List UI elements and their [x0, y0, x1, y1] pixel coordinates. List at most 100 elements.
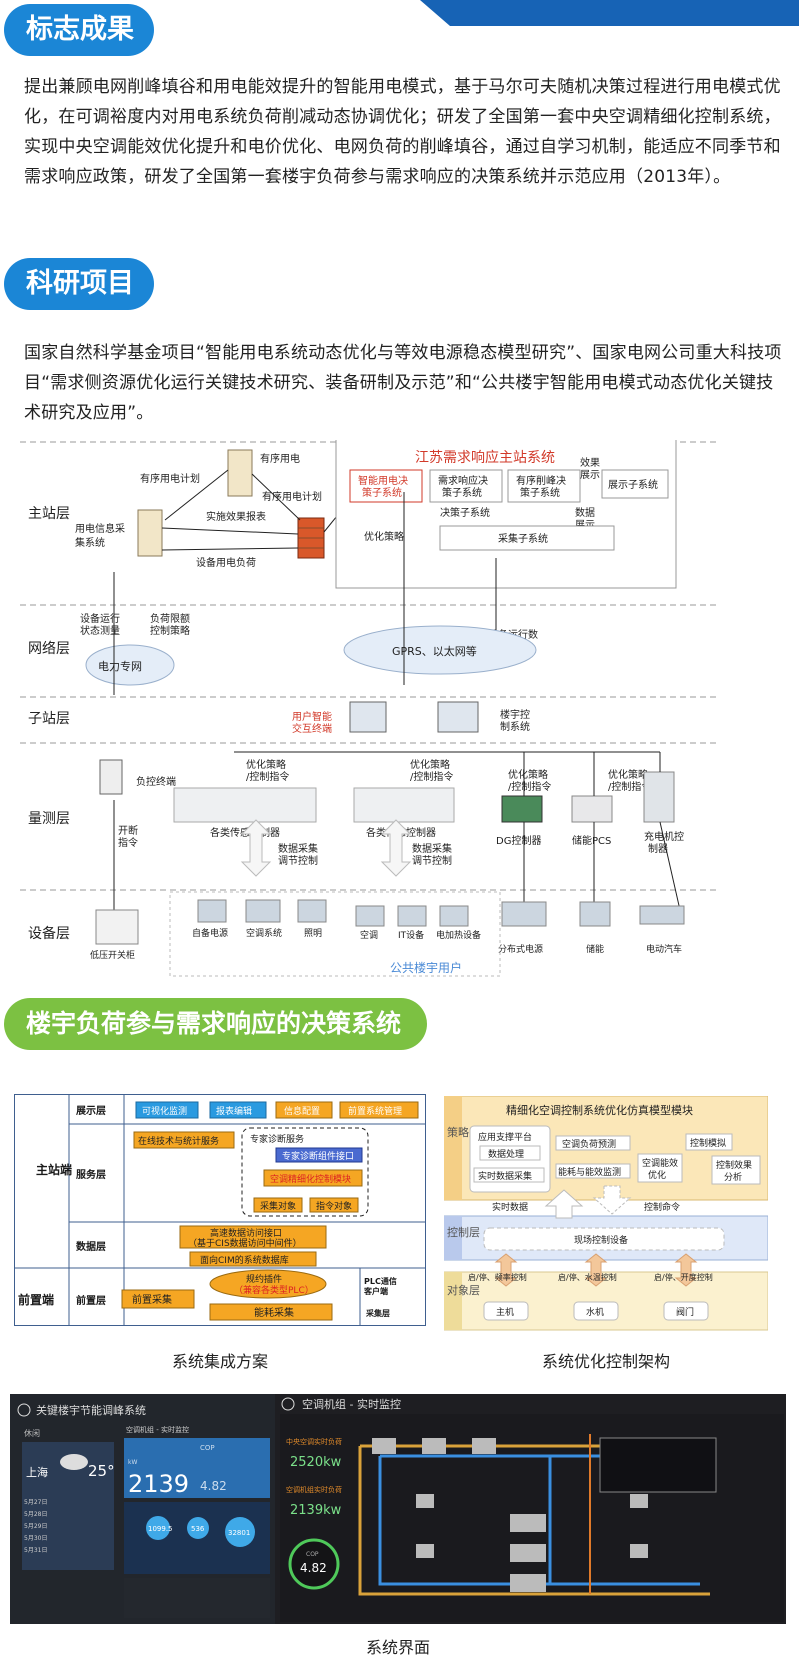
svg-text:控制模拟: 控制模拟	[690, 1137, 726, 1149]
svg-text:控制策略: 控制策略	[150, 624, 190, 637]
svg-text:决策子系统: 决策子系统	[440, 506, 490, 519]
svg-text:休闲: 休闲	[24, 1428, 40, 1438]
svg-text:照明: 照明	[304, 928, 322, 939]
svg-text:指令: 指令	[118, 836, 138, 849]
collect-sys-1: 用电信息采	[75, 522, 125, 535]
svg-text:能耗采集: 能耗采集	[254, 1306, 294, 1319]
section-title-decision: 楼宇负荷参与需求响应的决策系统	[4, 998, 428, 1050]
svg-text:交互终端: 交互终端	[292, 722, 332, 735]
svg-text:策子系统: 策子系统	[520, 486, 560, 499]
ordered-power: 有序用电	[260, 452, 300, 465]
svg-text:25°: 25°	[88, 1462, 115, 1480]
svg-text:对象层: 对象层	[447, 1283, 480, 1297]
svg-text:采集层: 采集层	[365, 1308, 390, 1318]
server-icon	[227, 449, 253, 497]
cloud-icon	[343, 625, 537, 675]
optimization-diagram: 策略层 控制层 对象层 精细化空调控制系统优化仿真模型模块 应用支撑平台 数据处…	[444, 1096, 768, 1331]
svg-text:需求响应决: 需求响应决	[438, 474, 488, 487]
system-ui-screenshot: 关键楼宇节能调峰系统 空调机组 - 实时监控 休闲 上海 25° 5月27日 5…	[10, 1394, 786, 1624]
svg-text:能耗与能效监测: 能耗与能效监测	[558, 1166, 621, 1178]
layer-main: 主站层	[28, 506, 70, 522]
svg-text:数据层: 数据层	[76, 1240, 106, 1253]
svg-text:启/停、频率控制: 启/停、频率控制	[468, 1272, 527, 1282]
server-icon	[137, 509, 163, 557]
svg-text:前置采集: 前置采集	[132, 1293, 172, 1306]
svg-text:空调负荷预测: 空调负荷预测	[562, 1138, 616, 1150]
svg-text:中央空调实时负荷: 中央空调实时负荷	[286, 1437, 342, 1446]
svg-text:储能: 储能	[586, 943, 604, 955]
svg-text:优化策略: 优化策略	[364, 530, 404, 543]
svg-text:空调机组实时负荷: 空调机组实时负荷	[286, 1485, 342, 1494]
svg-text:应用支撑平台: 应用支撑平台	[478, 1131, 532, 1143]
weather-cloud-icon	[60, 1454, 88, 1470]
svg-text:电动汽车: 电动汽车	[646, 943, 682, 955]
svg-text:1099.5: 1099.5	[148, 1525, 173, 1533]
svg-text:开断: 开断	[118, 824, 138, 837]
svg-text:5月28日: 5月28日	[24, 1511, 47, 1518]
svg-text:（兼容各类型PLC）: （兼容各类型PLC）	[234, 1284, 314, 1296]
svg-text:主站端: 主站端	[36, 1162, 72, 1177]
svg-text:客户端: 客户端	[363, 1286, 388, 1296]
svg-text:报表编辑: 报表编辑	[216, 1105, 252, 1117]
svg-text:/控制指令: /控制指令	[246, 770, 289, 783]
svg-text:效果: 效果	[580, 456, 600, 469]
svg-text:制系统: 制系统	[500, 720, 530, 733]
collect-sys-2: 集系统	[75, 536, 105, 549]
svg-text:2139: 2139	[128, 1470, 189, 1498]
equip-load: 设备用电负荷	[196, 556, 256, 569]
svg-text:启/停、水温控制: 启/停、水温控制	[558, 1272, 617, 1282]
svg-text:前置层: 前置层	[76, 1294, 106, 1307]
svg-text:策子系统: 策子系统	[362, 486, 402, 499]
svg-text:5月27日: 5月27日	[24, 1499, 47, 1506]
integration-caption: 系统集成方案	[171, 1352, 268, 1371]
top-accent-bar	[420, 0, 799, 26]
left-title: 关键楼宇节能调峰系统	[36, 1403, 146, 1417]
layer-measure: 量测层	[28, 811, 70, 827]
svg-text:低压开关柜: 低压开关柜	[90, 949, 135, 961]
svg-text:优化: 优化	[648, 1169, 666, 1181]
svg-text:储能PCS: 储能PCS	[572, 834, 611, 847]
svg-text:智能用电决: 智能用电决	[358, 474, 408, 487]
svg-text:COP: COP	[306, 1551, 319, 1558]
svg-text:控制层: 控制层	[447, 1225, 480, 1239]
svg-text:用户智能: 用户智能	[292, 710, 332, 723]
terminal-icon	[349, 701, 387, 733]
svg-text:负荷限额: 负荷限额	[150, 612, 190, 625]
svg-text:采集子系统: 采集子系统	[498, 532, 548, 545]
svg-text:实时数据: 实时数据	[492, 1201, 528, 1213]
svg-text:调节控制: 调节控制	[278, 854, 318, 867]
svg-text:GPRS、以太网等: GPRS、以太网等	[392, 644, 477, 658]
jiangsu-system-box	[335, 440, 677, 589]
svg-text:专家诊断服务: 专家诊断服务	[250, 1133, 304, 1145]
svg-text:空调: 空调	[360, 929, 378, 941]
svg-text:精细化空调控制系统优化仿真模型模块: 精细化空调控制系统优化仿真模型模块	[506, 1103, 693, 1117]
svg-text:展示层: 展示层	[76, 1105, 106, 1117]
section-title-achievements: 标志成果	[4, 4, 154, 56]
svg-text:电加热设备: 电加热设备	[436, 929, 481, 941]
svg-text:数据采集: 数据采集	[278, 842, 318, 855]
svg-text:分布式电源: 分布式电源	[498, 943, 543, 955]
svg-text:电力专网: 电力专网	[98, 659, 142, 673]
svg-text:策子系统: 策子系统	[442, 486, 482, 499]
svg-text:设备运行: 设备运行	[80, 612, 120, 625]
optimization-caption: 系统优化控制架构	[541, 1352, 670, 1371]
cloud-icon	[85, 644, 175, 686]
svg-text:5月30日: 5月30日	[24, 1535, 47, 1542]
computer-icon	[437, 701, 479, 733]
svg-text:面向CIM的系统数据库: 面向CIM的系统数据库	[200, 1254, 289, 1266]
svg-text:32801: 32801	[228, 1529, 250, 1537]
svg-text:阀门: 阀门	[676, 1306, 694, 1318]
section-title-projects: 科研项目	[4, 258, 154, 310]
svg-text:专家诊断组件接口: 专家诊断组件接口	[282, 1150, 354, 1162]
svg-text:主机: 主机	[496, 1306, 514, 1318]
meter-icon	[99, 759, 123, 795]
architecture-diagram: 主站层 网络层 子站层 量测层 设备层 有序用电 有序用电计划 有序用电计划 用…	[20, 440, 720, 977]
svg-text:充电机控: 充电机控	[644, 830, 684, 843]
svg-text:公共楼宇用户: 公共楼宇用户	[390, 960, 462, 975]
svg-text:在线技术与统计服务: 在线技术与统计服务	[138, 1135, 219, 1147]
svg-text:COP: COP	[200, 1444, 215, 1452]
svg-text:现场控制设备: 现场控制设备	[574, 1234, 628, 1246]
svg-text:（基于CIS数据访问中间件）: （基于CIS数据访问中间件）	[188, 1237, 302, 1249]
achievements-text: 提出兼顾电网削峰填谷和用电能效提升的智能用电模式，基于马尔可夫随机决策过程进行用…	[24, 77, 781, 187]
svg-text:信息配置: 信息配置	[284, 1105, 320, 1117]
